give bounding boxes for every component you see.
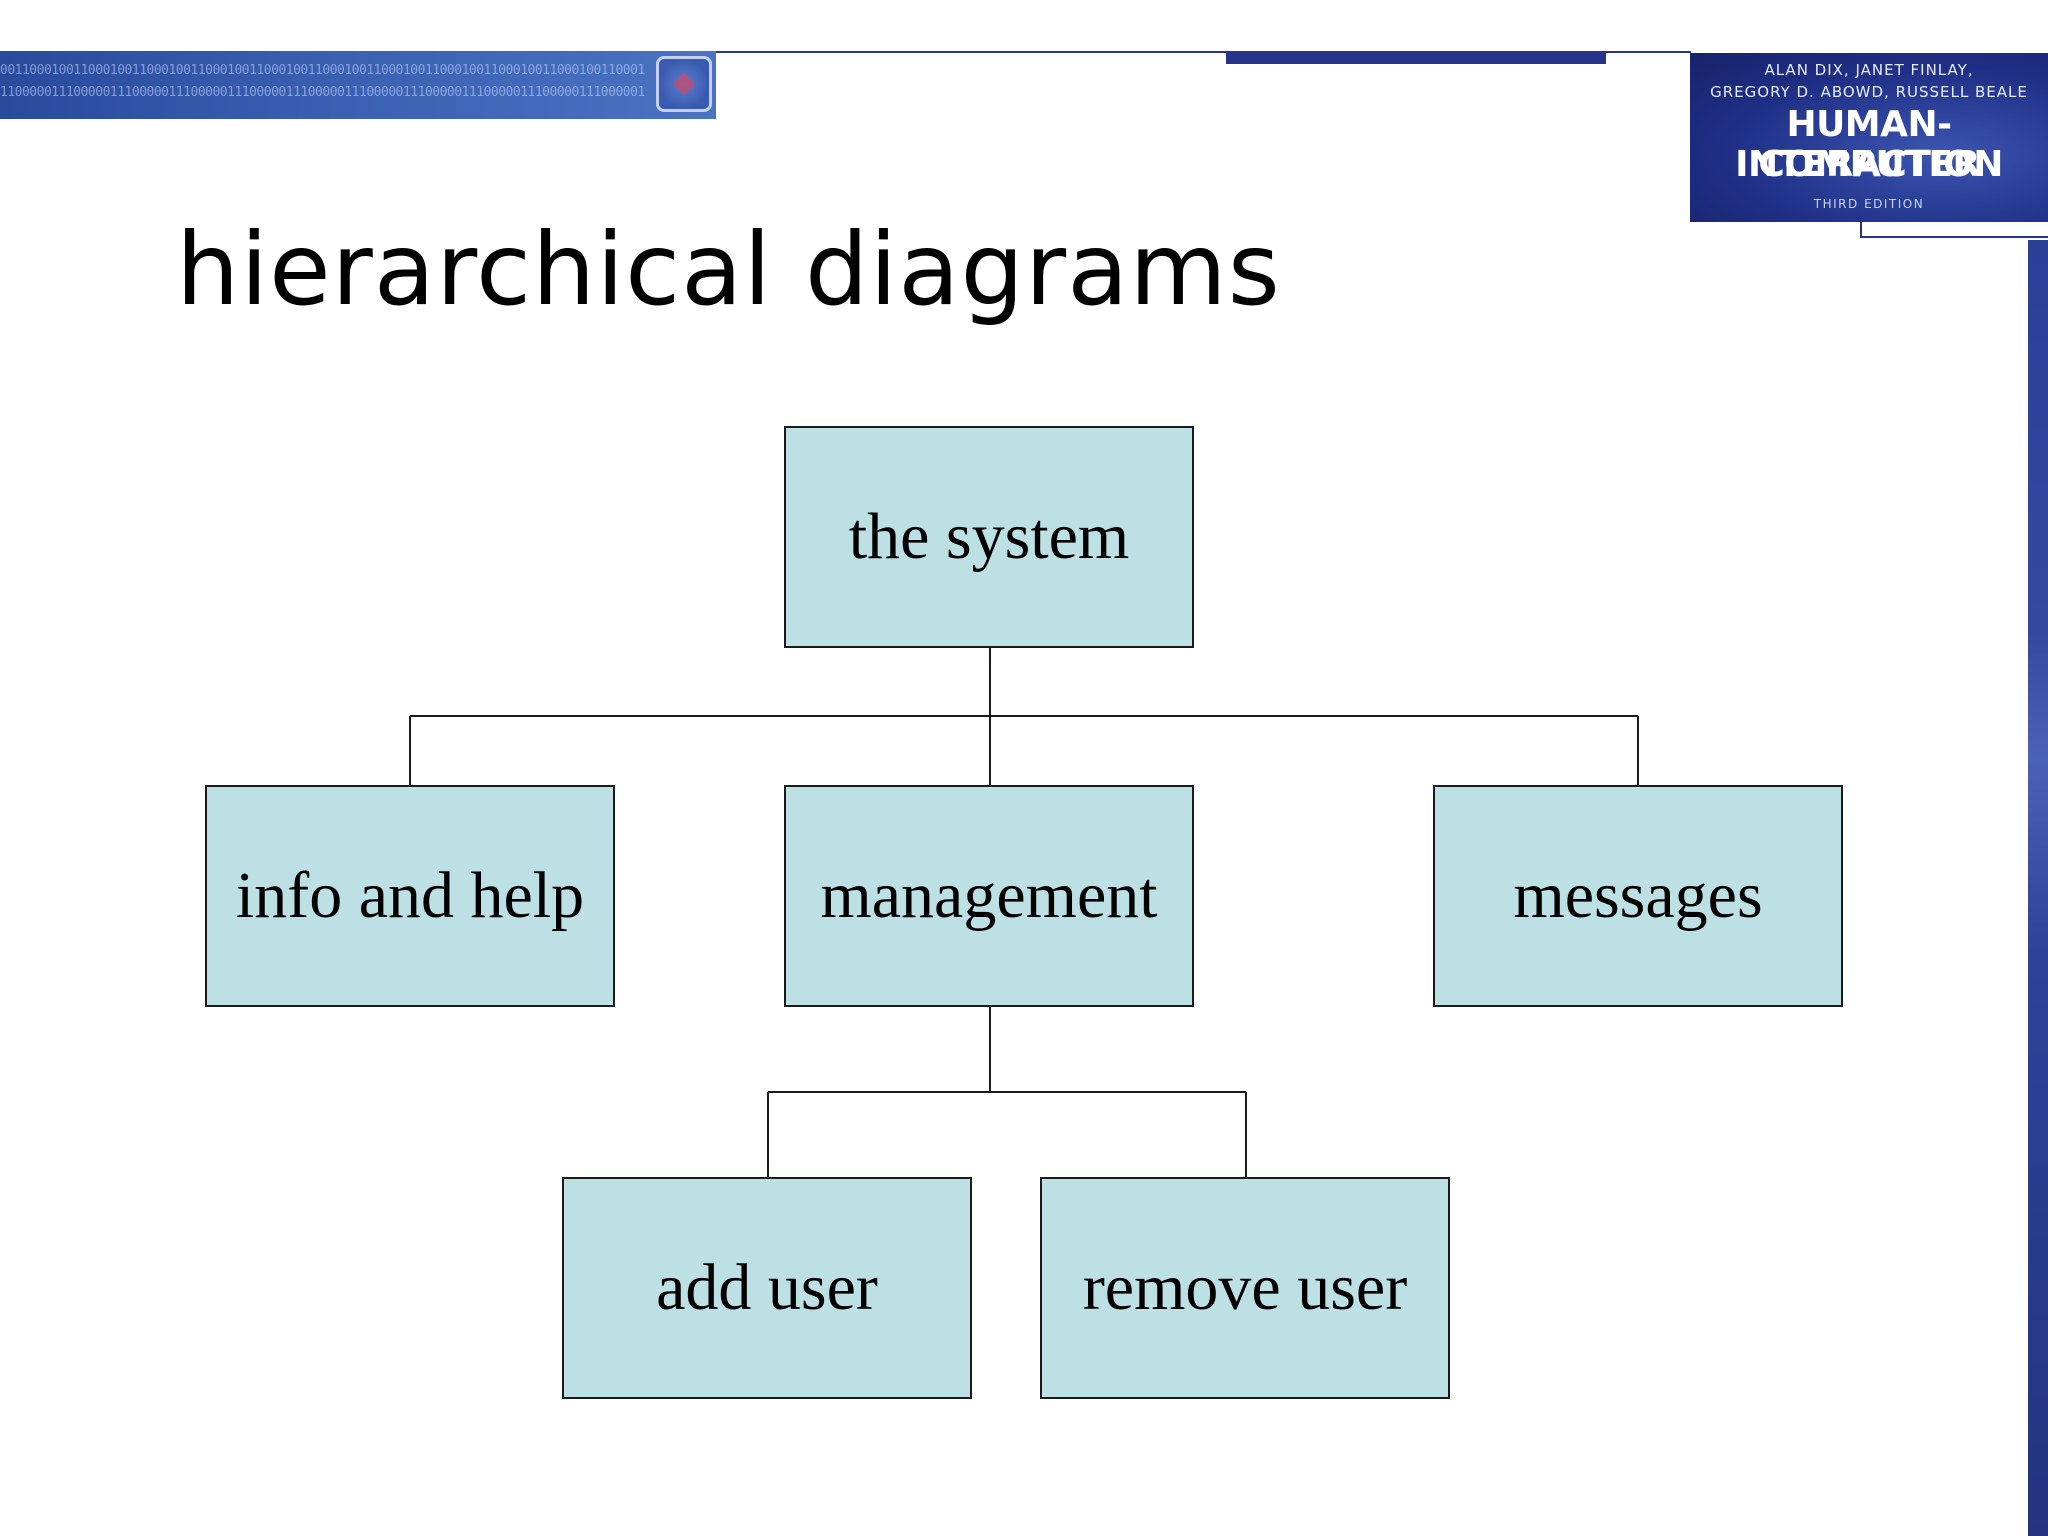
- cover-edition: THIRD EDITION: [1813, 197, 1925, 211]
- top-rule: [716, 51, 1691, 53]
- page-title: hierarchical diagrams: [176, 211, 1281, 328]
- top-accent-bar: [1226, 51, 1606, 64]
- node-management: management: [784, 785, 1194, 1007]
- banner-emblem-icon: [656, 56, 712, 112]
- cover-title-line2: INTERACTION: [1735, 144, 2003, 185]
- book-cover-logo: ALAN DIX, JANET FINLAY, GREGORY D. ABOWD…: [1690, 53, 2048, 222]
- node-info-and-help: info and help: [205, 785, 615, 1007]
- cover-authors-line2: GREGORY D. ABOWD, RUSSELL BEALE: [1710, 83, 2028, 101]
- banner-digits-bottom: 1100000111000001110000011100000111000001…: [0, 85, 645, 100]
- binary-banner: 0011000100110001001100010011000100110001…: [0, 51, 716, 119]
- node-messages: messages: [1433, 785, 1843, 1007]
- node-remove-user: remove user: [1040, 1177, 1450, 1399]
- node-the-system: the system: [784, 426, 1194, 648]
- cover-title-line1: HUMAN-COMPUTER: [1758, 104, 1980, 185]
- corner-rule-horizontal: [1860, 236, 2048, 238]
- corner-rule-vertical: [1860, 222, 1862, 238]
- banner-digits-top: 0011000100110001001100010011000100110001…: [0, 63, 645, 78]
- node-add-user: add user: [562, 1177, 972, 1399]
- right-edge-strip: [2028, 240, 2048, 1536]
- cover-authors-line1: ALAN DIX, JANET FINLAY,: [1764, 61, 1974, 79]
